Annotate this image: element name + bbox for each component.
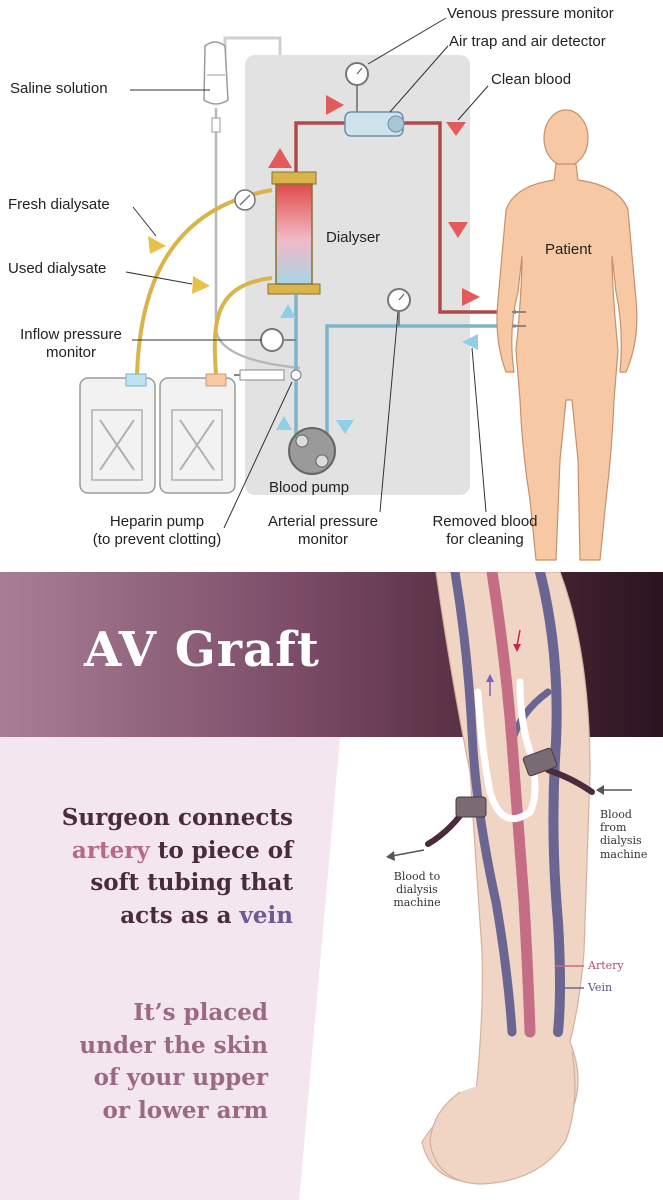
hemodialysis-diagram: Venous pressure monitor Air trap and air…: [0, 0, 663, 572]
line-from-machine: [545, 767, 595, 795]
statement-connection: Surgeon connects artery to piece of soft…: [61, 804, 293, 929]
heparin-junction: [290, 369, 302, 381]
hand: [429, 1051, 576, 1185]
arrow-to-patient: [462, 288, 480, 306]
statement-placement: It’s placed under the skin of your upper…: [79, 999, 268, 1124]
saline-hanger: [223, 36, 282, 55]
artery: [486, 572, 536, 1038]
arrow-to-machine: [391, 849, 425, 857]
fresh-dialysate-tube: [135, 188, 273, 375]
inflow-pressure-gauge: [260, 328, 284, 352]
text-panel: [0, 737, 340, 1200]
arrow-to-pump: [336, 420, 354, 434]
label-used-dialysate: Used dialysate: [8, 260, 107, 277]
air-detector: [387, 115, 405, 133]
patient-figure: [496, 109, 638, 561]
av-graft-panel: AV Graft Surgeon connects artery to piec…: [0, 572, 663, 1200]
dialysis-machine-panel: [245, 55, 470, 495]
arrow-clean-down: [448, 222, 468, 238]
label-venous-pressure-monitor: Venous pressure monitor: [447, 5, 614, 22]
heparin-syringe: [239, 369, 285, 381]
label-inflow-pressure-monitor: Inflow pressure monitor: [20, 326, 122, 361]
label-artery: Artery: [588, 959, 624, 972]
clamp-left: [455, 796, 487, 818]
used-dialysate-canister: [159, 373, 236, 494]
label-blood-pump: Blood pump: [269, 479, 350, 496]
arrow-clean-up: [268, 148, 292, 168]
arm-illustration: [386, 572, 632, 1185]
saline-drip-chamber: [211, 117, 221, 133]
arrow-artery-flow: [516, 629, 521, 647]
label-heparin-pump: Heparin pump (to prevent clotting): [92, 513, 222, 548]
saline-line-join: [214, 329, 301, 370]
saline-bag: [203, 41, 229, 105]
arrow-up-dialyser: [280, 304, 296, 318]
dialyser: [275, 183, 313, 285]
arrow-fresh-dialysate: [148, 236, 166, 254]
arrow-used-dialysate: [192, 276, 210, 294]
annotation-blood-to-machine: Blood to dialysis machine: [393, 870, 441, 910]
used-dialysate-tube: [212, 276, 273, 375]
arrow-pump-out: [276, 416, 292, 430]
label-patient: Patient: [545, 241, 592, 258]
label-air-trap: Air trap and air detector: [449, 33, 606, 50]
graft-title: AV Graft: [84, 622, 320, 678]
arrow-from-patient: [462, 334, 478, 350]
fresh-dialysate-canister: [79, 373, 156, 494]
label-fresh-dialysate: Fresh dialysate: [8, 196, 110, 213]
label-arterial-pressure-monitor: Arterial pressure monitor: [267, 513, 379, 548]
label-saline-solution: Saline solution: [10, 80, 108, 97]
blood-pump: [288, 427, 336, 475]
label-vein: Vein: [588, 981, 613, 994]
dialyser-top-cap: [271, 171, 317, 185]
highlight-vein: vein: [239, 901, 293, 929]
dialyser-bottom-cap: [267, 283, 321, 295]
arrow-clean-right: [446, 122, 466, 136]
label-removed-blood: Removed blood for cleaning: [432, 513, 538, 548]
hemodialysis-illustration: [79, 17, 638, 561]
clean-blood-line: [294, 121, 516, 314]
label-clean-blood: Clean blood: [491, 71, 572, 88]
label-dialyser: Dialyser: [326, 229, 381, 246]
highlight-artery: artery: [71, 836, 150, 864]
vein-right: [535, 572, 565, 1037]
clamp-right: [522, 747, 558, 777]
graft-tube: [474, 678, 539, 823]
arrow-clean-top: [326, 95, 344, 115]
annotation-blood-from-machine: Blood from dialysis machine: [600, 808, 648, 861]
removed-blood-line: [325, 324, 516, 437]
